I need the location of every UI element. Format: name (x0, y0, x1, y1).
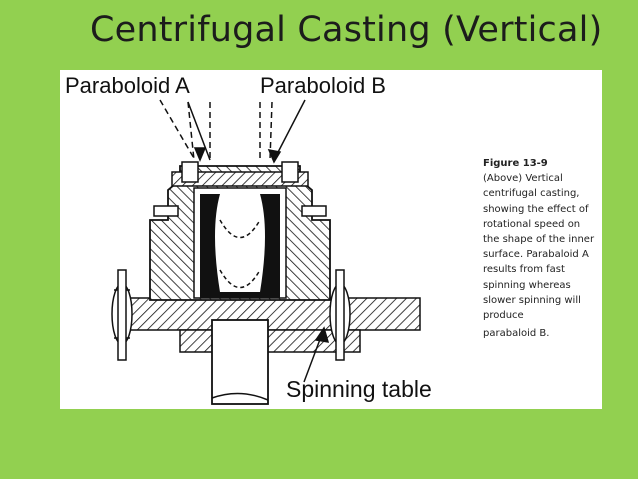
caption-last-line: parabaloid B. (483, 328, 550, 340)
base-plate (119, 297, 421, 353)
paraboloid-a-label: Paraboloid A (65, 73, 190, 98)
side-clamp-bolts (153, 205, 327, 217)
figure-caption: Figure 13-9 (Above) Vertical centrifugal… (483, 156, 599, 341)
paraboloid-b-label: Paraboloid B (260, 73, 386, 98)
top-clamp (171, 161, 309, 187)
figure-panel: Paraboloid A Paraboloid B Spinning table… (60, 70, 602, 409)
casting-diagram (111, 99, 421, 405)
spinning-table-pointer (303, 326, 330, 383)
figure-number: Figure 13-9 (483, 158, 548, 169)
spindle-shaft (211, 319, 269, 405)
paraboloid-b-pointer (259, 99, 306, 164)
cast-metal (200, 194, 280, 298)
paraboloid-a-pointer (159, 99, 211, 162)
spinning-table-label: Spinning table (286, 376, 432, 402)
slide-title: Centrifugal Casting (Vertical) (90, 10, 603, 50)
right-bolt (329, 269, 351, 361)
caption-text: (Above) Vertical centrifugal casting, sh… (483, 173, 595, 322)
left-bolt (111, 269, 133, 361)
